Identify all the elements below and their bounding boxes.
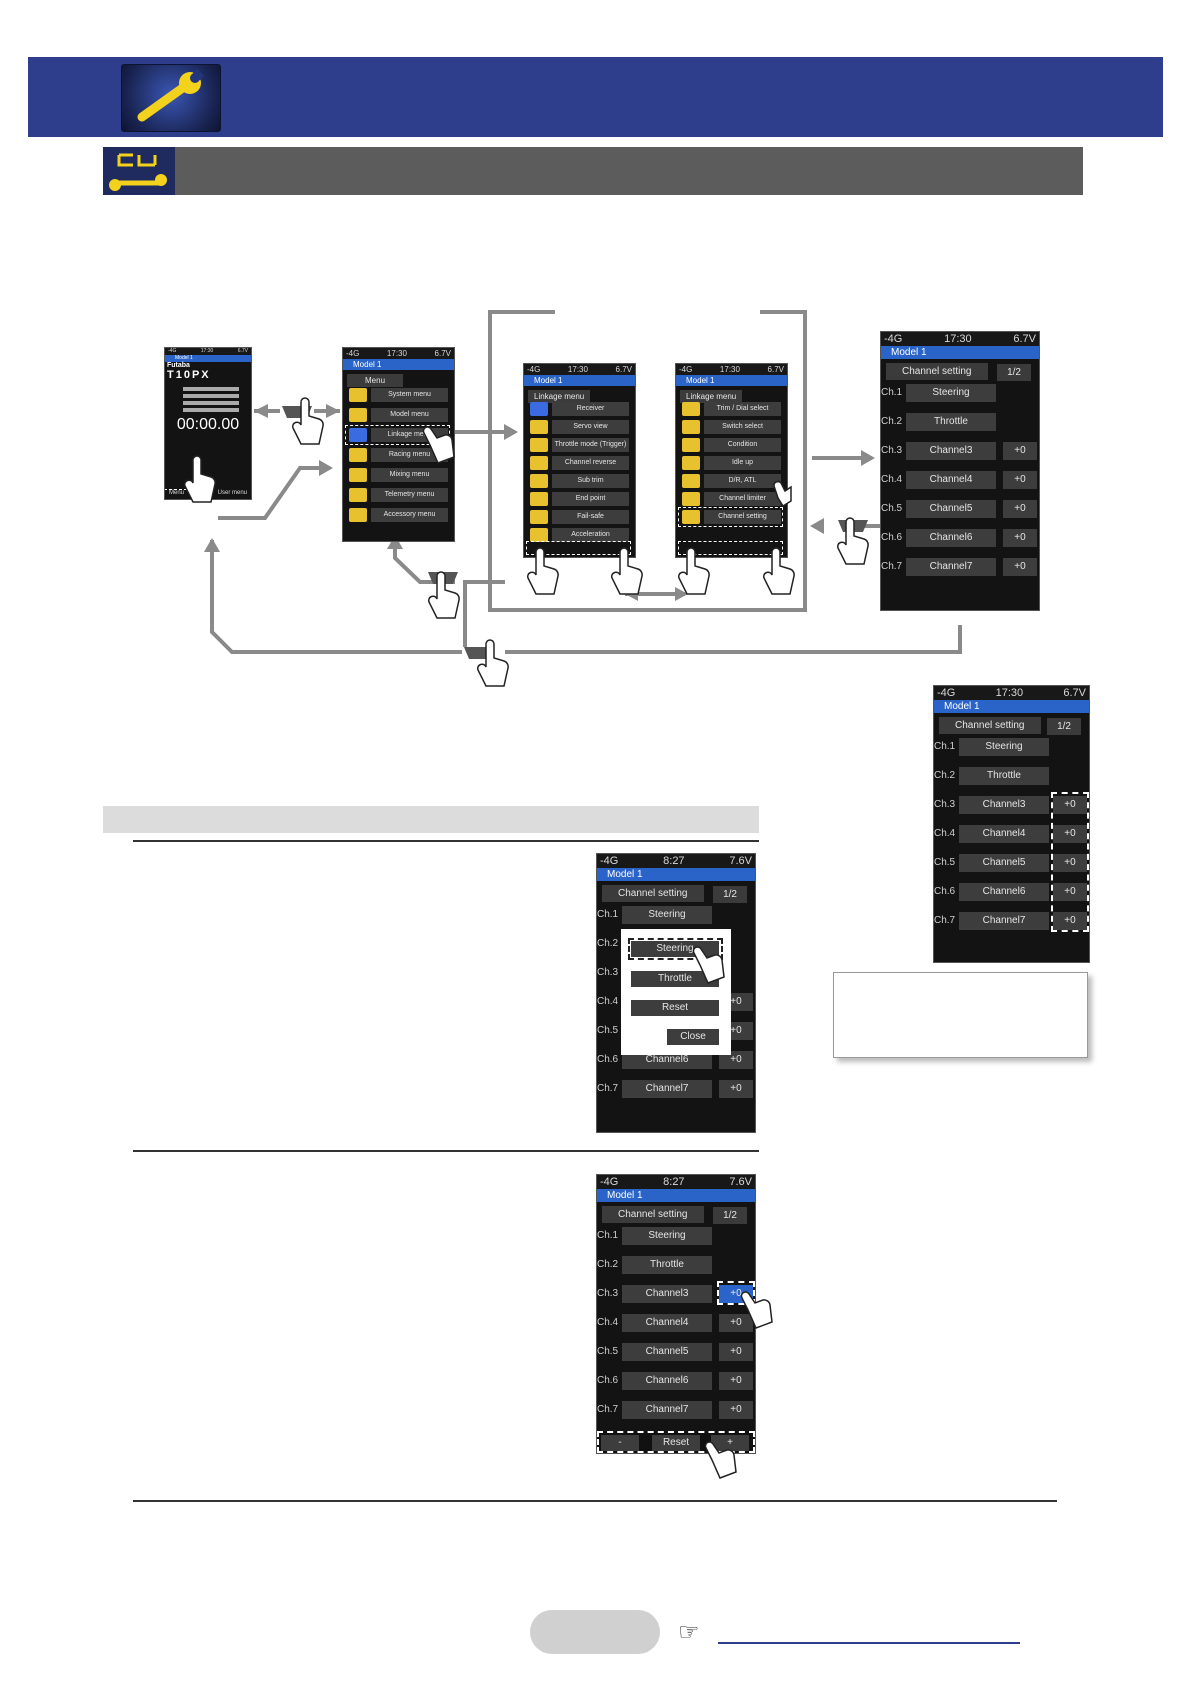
menu-item-racing[interactable]: Racing menu <box>349 448 448 462</box>
brand-label: Futaba <box>167 362 190 369</box>
menu-item-telemetry[interactable]: Telemetry menu <box>349 488 448 502</box>
section-header-bar <box>103 147 1083 195</box>
note-box <box>833 972 1088 1058</box>
menu-item-channel-setting[interactable]: Channel setting <box>682 510 781 524</box>
channel-wrench-icon <box>103 147 175 195</box>
home-user-menu-button[interactable]: User menu <box>217 490 247 496</box>
menu-item-accessory[interactable]: Accessory menu <box>349 508 448 522</box>
popup-reset-button[interactable]: Reset <box>631 1000 719 1016</box>
wrench-icon <box>121 64 221 132</box>
menu-item-model[interactable]: Model menu <box>349 408 448 422</box>
reference-link-underline[interactable] <box>718 1642 1020 1644</box>
plus-button[interactable]: + <box>711 1435 749 1451</box>
home-menu-button[interactable]: Menu <box>169 490 185 496</box>
popup-throttle-option[interactable]: Throttle <box>631 971 719 987</box>
page-number-pill <box>530 1610 660 1654</box>
pointing-hand-icon: ☞ <box>678 1619 700 1646</box>
model-logo: T10PX <box>167 369 211 381</box>
menu-item-mixing[interactable]: Mixing menu <box>349 468 448 482</box>
minus-button[interactable]: - <box>601 1435 639 1451</box>
popup-close-button[interactable]: Close <box>667 1029 719 1045</box>
section-subheader <box>103 806 759 833</box>
timer-display: 00:00.00 <box>176 416 240 433</box>
menu-item-system[interactable]: System menu <box>349 388 448 402</box>
reset-button[interactable]: Reset <box>652 1435 700 1451</box>
